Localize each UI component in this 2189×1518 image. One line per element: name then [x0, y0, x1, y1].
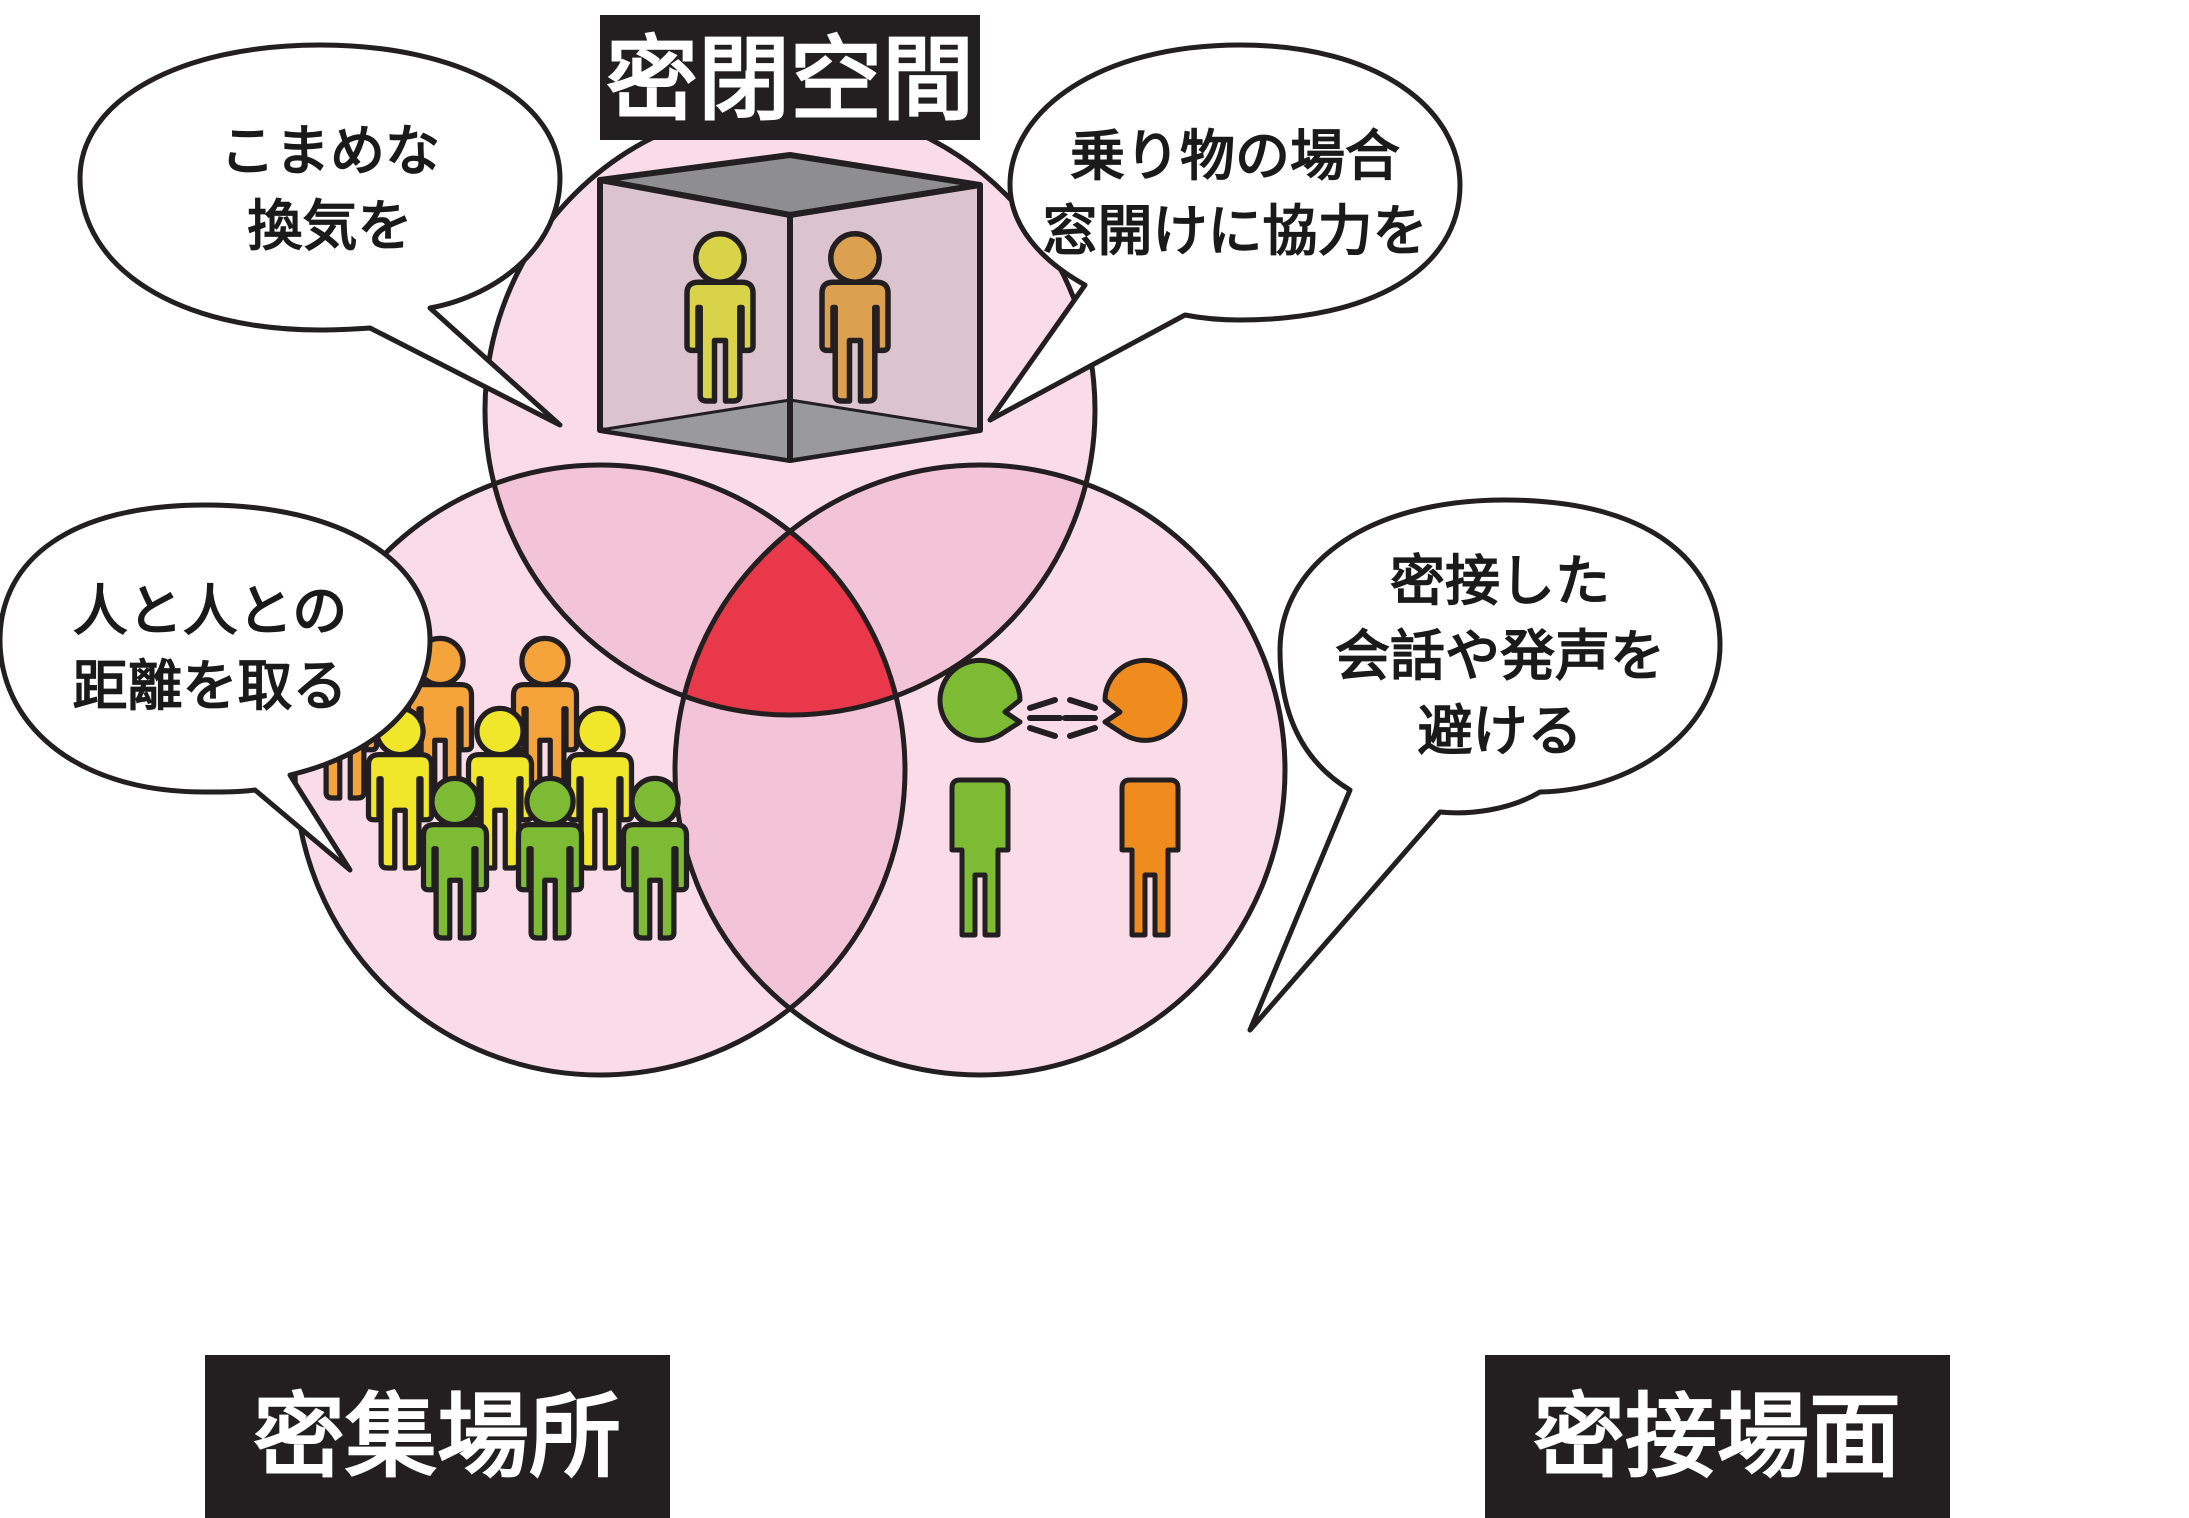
- bubble-conversation: 密接した 会話や発声を 避ける: [1247, 497, 1723, 1033]
- bubble-distance: 人と人との 距離を取る: [0, 502, 433, 873]
- bubble-vehicle-line1: 乗り物の場合: [1070, 124, 1400, 188]
- bubble-vehicle: 乗り物の場合 窓開けに協力を: [987, 42, 1463, 423]
- bubble-conversation-line3: 避ける: [1417, 699, 1582, 763]
- speaking-people-icon: [937, 657, 1188, 938]
- room-cube-icon: [597, 152, 983, 463]
- speech-lines-icon: [1027, 697, 1098, 739]
- bubble-distance-line1: 人と人との: [73, 579, 347, 643]
- speaker-orange-icon: [1102, 657, 1188, 938]
- label-crowded-place: 密集場所: [205, 1355, 670, 1518]
- bubble-distance-line2: 距離を取る: [72, 654, 347, 718]
- bubble-ventilation: こまめな 換気を: [77, 42, 563, 428]
- bubble-vehicle-line2: 窓開けに協力を: [1042, 199, 1427, 263]
- label-close-contact-text: 密接場面: [1533, 1384, 1901, 1491]
- bubble-conversation-line1: 密接した: [1390, 549, 1610, 613]
- overlap-center: [675, 465, 905, 715]
- bubble-ventilation-line2: 換気を: [247, 194, 412, 258]
- label-crowded-place-text: 密集場所: [253, 1384, 621, 1491]
- circle-outlines: [292, 102, 1288, 1078]
- label-close-contact: 密接場面: [1485, 1355, 1950, 1518]
- label-closed-space-text: 密閉空間: [606, 27, 974, 134]
- speaker-green-icon: [937, 657, 1023, 938]
- bubble-ventilation-line1: こまめな: [220, 119, 440, 183]
- label-closed-space: 密閉空間: [600, 15, 980, 140]
- bubble-conversation-line2: 会話や発声を: [1335, 624, 1665, 688]
